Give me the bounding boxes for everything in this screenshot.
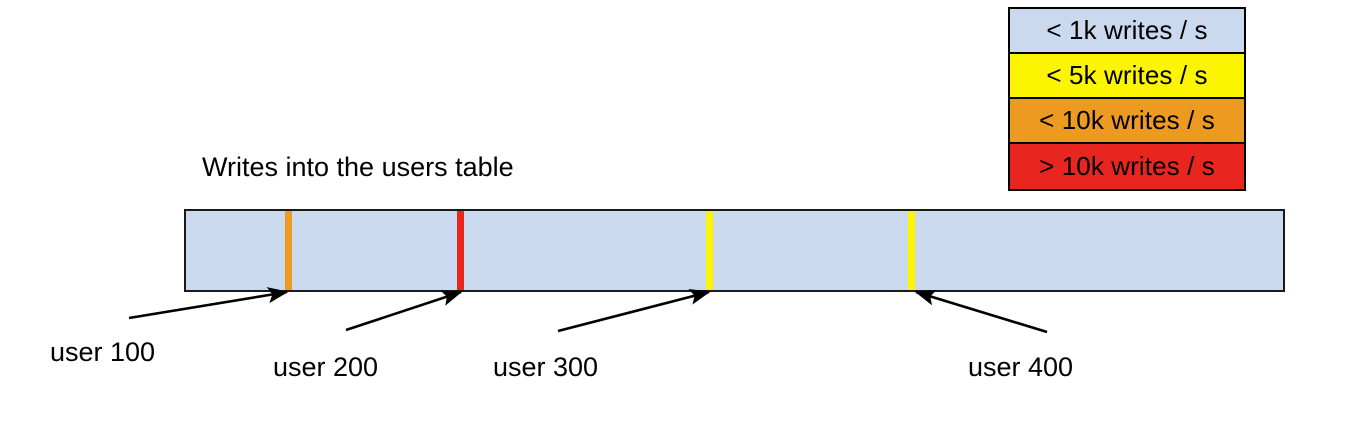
legend-row-under-5k: < 5k writes / s [1010,54,1244,99]
legend: < 1k writes / s < 5k writes / s < 10k wr… [1008,7,1246,191]
user-100-stripe [285,211,292,290]
arrow-user-100 [128,287,289,320]
legend-row-under-1k: < 1k writes / s [1010,9,1244,54]
user-400-stripe [908,211,915,290]
legend-label: < 5k writes / s [1046,60,1208,90]
arrow-user-400 [914,289,1048,334]
user-200-stripe [457,211,464,290]
pointer-label-user-100: user 100 [50,337,156,367]
legend-label: > 10k writes / s [1039,151,1215,181]
pointer-label-user-400: user 400 [968,352,1074,382]
table-caption: Writes into the users table [202,152,514,182]
arrow-user-300 [557,289,711,333]
pointer-label-user-200: user 200 [273,352,379,382]
legend-label: < 10k writes / s [1039,105,1215,135]
legend-label: < 1k writes / s [1046,15,1208,45]
legend-row-over-10k: > 10k writes / s [1010,144,1244,189]
user-300-stripe [706,211,713,290]
legend-row-under-10k: < 10k writes / s [1010,99,1244,144]
pointer-label-user-300: user 300 [493,352,599,382]
arrow-user-200 [345,290,463,332]
users-table-bar [184,209,1285,292]
